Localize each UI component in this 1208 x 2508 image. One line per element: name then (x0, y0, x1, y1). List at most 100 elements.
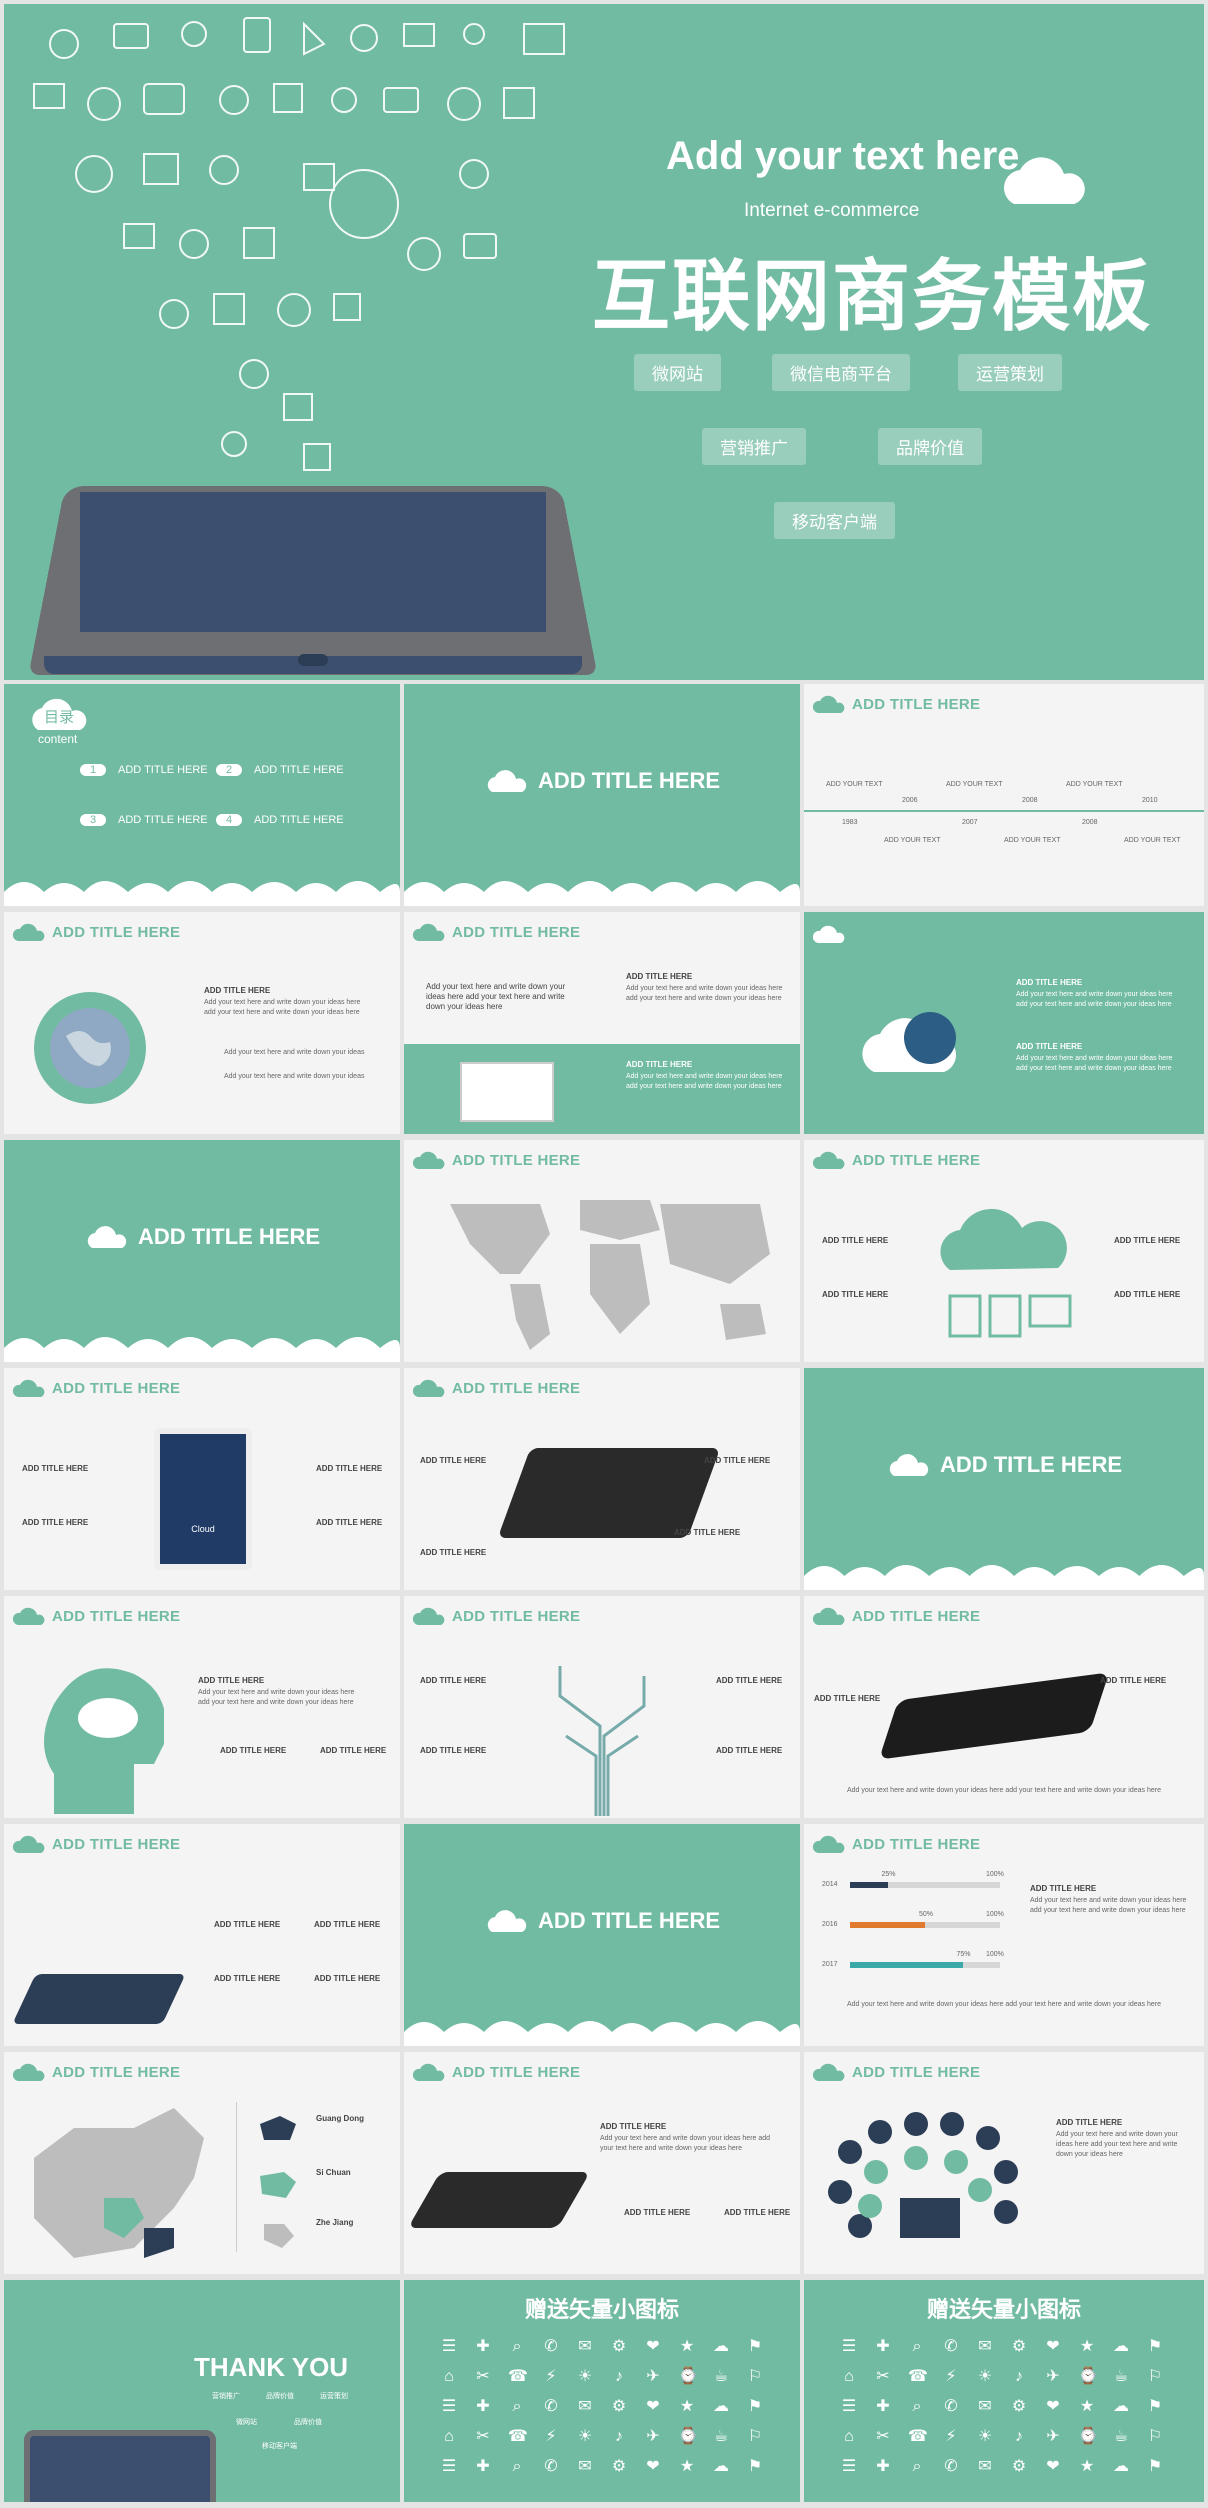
phone-stack-slide[interactable]: ADD TITLE HERE ADD TITLE HERE ADD TITLE … (404, 1368, 800, 1590)
side-text: ADD TITLE HERE (1114, 1290, 1184, 1302)
glyph-icon: ⌕ (512, 2338, 522, 2355)
section-title-text: ADD TITLE HERE (137, 1224, 321, 1249)
hand-tablet-slide[interactable]: ADD TITLE HERE Cloud ADD TITLE HERE ADD … (4, 1368, 400, 1590)
glyph-icon: ☰ (841, 2338, 857, 2355)
tag-weiwangzhan[interactable]: 微网站 (634, 354, 721, 391)
slide-title: ADD TITLE HERE (452, 1379, 581, 1397)
glyph-icon: ☰ (441, 2398, 457, 2415)
gift-icons-slide-1[interactable]: 赠送矢量小图标 ☰✚⌕✆✉⚙❤★☁⚑⌂✂☎⚡☀♪✈⌚☕⚐☰✚⌕✆✉⚙❤★☁⚑⌂✂… (404, 2280, 800, 2502)
slide-title: ADD TITLE HERE (452, 1151, 581, 1169)
thanks-tag[interactable]: 营销推广 (212, 2393, 240, 2400)
glyph-icon: ⚙ (611, 2398, 627, 2415)
glyph-icon: ⚑ (747, 2338, 763, 2355)
icon-grid: ☰✚⌕✆✉⚙❤★☁⚑⌂✂☎⚡☀♪✈⌚☕⚐☰✚⌕✆✉⚙❤★☁⚑⌂✂☎⚡☀♪✈⌚☕⚐… (840, 2338, 1164, 2476)
gift-icons-slide-2[interactable]: 赠送矢量小图标 ☰✚⌕✆✉⚙❤★☁⚑⌂✂☎⚡☀♪✈⌚☕⚐☰✚⌕✆✉⚙❤★☁⚑⌂✂… (804, 2280, 1204, 2502)
thanks-tag[interactable]: 微网站 (236, 2419, 257, 2426)
glyph-icon: ⚑ (747, 2398, 763, 2415)
section-4-slide[interactable]: ADD TITLE HERE (404, 1824, 800, 2046)
phone-perspective-slide[interactable]: ADD TITLE HERE ADD TITLE HERE ADD TITLE … (804, 1596, 1204, 1818)
cloud-devices-slide[interactable]: ADD TITLE HERE ADD TITLE HERE ADD TITLE … (804, 1140, 1204, 1362)
cloud-band (404, 872, 800, 906)
glyph-icon: ✚ (876, 2338, 890, 2355)
map-label: Guang Dong (316, 2114, 396, 2126)
progress-fill (850, 1922, 925, 1928)
glyph-icon: ★ (679, 2398, 695, 2415)
glyph-icon: ☕ (713, 2428, 729, 2445)
side-text: ADD TITLE HERE (674, 1528, 784, 1540)
hero-slide[interactable]: Add your text here Internet e-commerce 互… (4, 4, 1204, 680)
section-2-slide[interactable]: ADD TITLE HERE (4, 1140, 400, 1362)
sub-title-text: ADD TITLE HERE (214, 1974, 281, 1983)
timeline-year: 1983 (842, 819, 858, 826)
tag-weixin[interactable]: 微信电商平台 (772, 354, 910, 391)
sub-title-text: ADD TITLE HERE (716, 1676, 783, 1685)
tag-pinpai[interactable]: 品牌价值 (878, 428, 982, 465)
map-label: Si Chuan (316, 2168, 396, 2180)
glyph-icon: ❤ (1046, 2458, 1060, 2475)
glyph-icon: ♪ (1015, 2368, 1023, 2385)
tag-yingxiao[interactable]: 营销推广 (702, 428, 806, 465)
glyph-icon: ⌕ (912, 2398, 922, 2415)
glyph-icon: ★ (1079, 2458, 1095, 2475)
cloud-icon (412, 1379, 445, 1397)
tag-yidong[interactable]: 移动客户端 (774, 502, 895, 539)
hero-subhead: Internet e-commerce (744, 200, 920, 221)
side-text: ADD TITLE HERE (314, 1920, 384, 1932)
section-1-slide[interactable]: ADD TITLE HERE (404, 684, 800, 906)
side-text: ADD TITLE HERE (214, 1920, 284, 1932)
sub-title-text: ADD TITLE HERE (204, 986, 271, 995)
sub-title-text: ADD TITLE HERE (822, 1236, 889, 1245)
cloud-icon (812, 2063, 845, 2081)
slide-header: ADD TITLE HERE (812, 2062, 980, 2082)
section-3-slide[interactable]: ADD TITLE HERE (804, 1368, 1204, 1590)
thanks-tag[interactable]: 运营策划 (320, 2393, 348, 2400)
sub-title-text: ADD TITLE HERE (822, 1290, 889, 1299)
glyph-icon: ⌕ (912, 2338, 922, 2355)
hero-headline: Add your text here (666, 134, 1020, 178)
timeline-label: ADD YOUR TEXT (1004, 837, 1061, 844)
sub-title-text: ADD TITLE HERE (314, 1974, 381, 1983)
glyph-icon: ⚐ (1147, 2368, 1163, 2385)
toc-num: 1 (80, 764, 106, 776)
side-text: ADD TITLE HERE (1114, 1236, 1184, 1248)
thanks-tag[interactable]: 品牌价值 (266, 2393, 294, 2400)
side-text: ADD TITLE HERE (22, 1464, 92, 1476)
tablet-icons-slide[interactable]: ADD TITLE HERE ADD TITLE HERE ADD TITLE … (4, 1824, 400, 2046)
thank-you-slide[interactable]: THANK YOU 营销推广 品牌价值 运营策划 微网站 品牌价值 移动客户端 (4, 2280, 400, 2502)
section-title-text: ADD TITLE HERE (537, 768, 721, 793)
glyph-icon: ⚑ (1147, 2458, 1163, 2475)
slide-title: ADD TITLE HERE (452, 1607, 581, 1625)
circuit-slide[interactable]: ADD TITLE HERE ADD TITLE HERE ADD TITLE … (404, 1596, 800, 1818)
china-map-slide[interactable]: ADD TITLE HERE Guang Dong Si Chuan Zhe J… (4, 2052, 400, 2274)
thanks-tag[interactable]: 品牌价值 (294, 2419, 322, 2426)
glyph-icon: ⌕ (912, 2458, 922, 2475)
laptop-slide[interactable]: ADD TITLE HERE Add your text here and wr… (404, 912, 800, 1134)
thanks-tag[interactable]: 移动客户端 (262, 2443, 297, 2450)
progress-track (850, 1962, 1000, 1968)
world-map-slide[interactable]: ADD TITLE HERE (404, 1140, 800, 1362)
sub-title-text: ADD TITLE HERE (316, 1518, 383, 1527)
slide-title: ADD TITLE HERE (852, 1835, 981, 1853)
sub-title-text: ADD TITLE HERE (1030, 1884, 1097, 1893)
timeline-slide[interactable]: ADD TITLE HERE 1983 2006 2007 2008 2008 … (804, 684, 1204, 906)
sub-title-text: ADD TITLE HERE (22, 1464, 89, 1473)
glyph-icon: ☰ (441, 2338, 457, 2355)
timeline-label: ADD YOUR TEXT (884, 837, 941, 844)
cloud-icon (487, 770, 527, 792)
section-title-text: ADD TITLE HERE (939, 1452, 1123, 1477)
tag-yunying[interactable]: 运营策划 (958, 354, 1062, 391)
map-label-text: Si Chuan (316, 2168, 351, 2177)
